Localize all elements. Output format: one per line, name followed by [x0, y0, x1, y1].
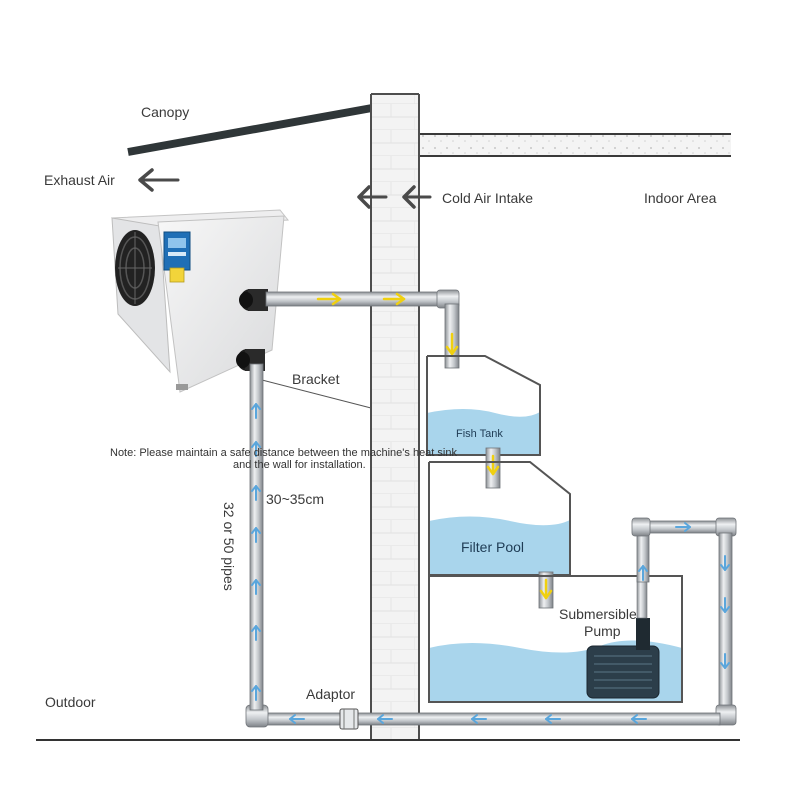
distance-label: 30~35cm [266, 491, 324, 507]
flow-arrow-pump-up [638, 565, 648, 581]
submersible-pump [586, 577, 660, 699]
note-line-2: and the wall for installation. [233, 459, 366, 471]
canopy-bar [127, 104, 373, 156]
outdoor-label: Outdoor [45, 694, 96, 710]
indoor-floor-slab [419, 133, 731, 157]
fish-tank-label: Fish Tank [456, 428, 503, 440]
fish-tank [426, 355, 541, 456]
indoor-area-label: Indoor Area [644, 190, 717, 206]
submersible-pump-label-1: Submersible [559, 606, 637, 622]
bracket-pointer [261, 379, 372, 409]
exhaust-air-arrow-icon [138, 168, 180, 192]
heat-pump-unit [110, 209, 289, 393]
unit-connector-top [239, 289, 268, 311]
note-line-1: Note: Please maintain a safe distance be… [110, 447, 457, 459]
overflow-pipe-2 [538, 571, 554, 609]
submersible-pump-label-2: Pump [584, 623, 621, 639]
canopy-label: Canopy [141, 104, 189, 120]
exhaust-air-label: Exhaust Air [44, 172, 115, 188]
control-panel [163, 231, 191, 283]
fan-grill-icon [115, 230, 155, 306]
overflow-pipe-1 [485, 447, 501, 489]
flow-arrows-cold [251, 403, 730, 724]
filter-pool [428, 461, 571, 576]
pipes-label: 32 or 50 pipes [221, 502, 237, 591]
cold-air-intake-label: Cold Air Intake [442, 190, 533, 206]
cold-air-intake-arrows-icon [357, 185, 432, 209]
adaptor-label: Adaptor [306, 686, 355, 702]
filter-pool-label: Filter Pool [461, 539, 524, 555]
flow-arrows-hot [316, 292, 459, 356]
bracket-label: Bracket [292, 371, 340, 387]
